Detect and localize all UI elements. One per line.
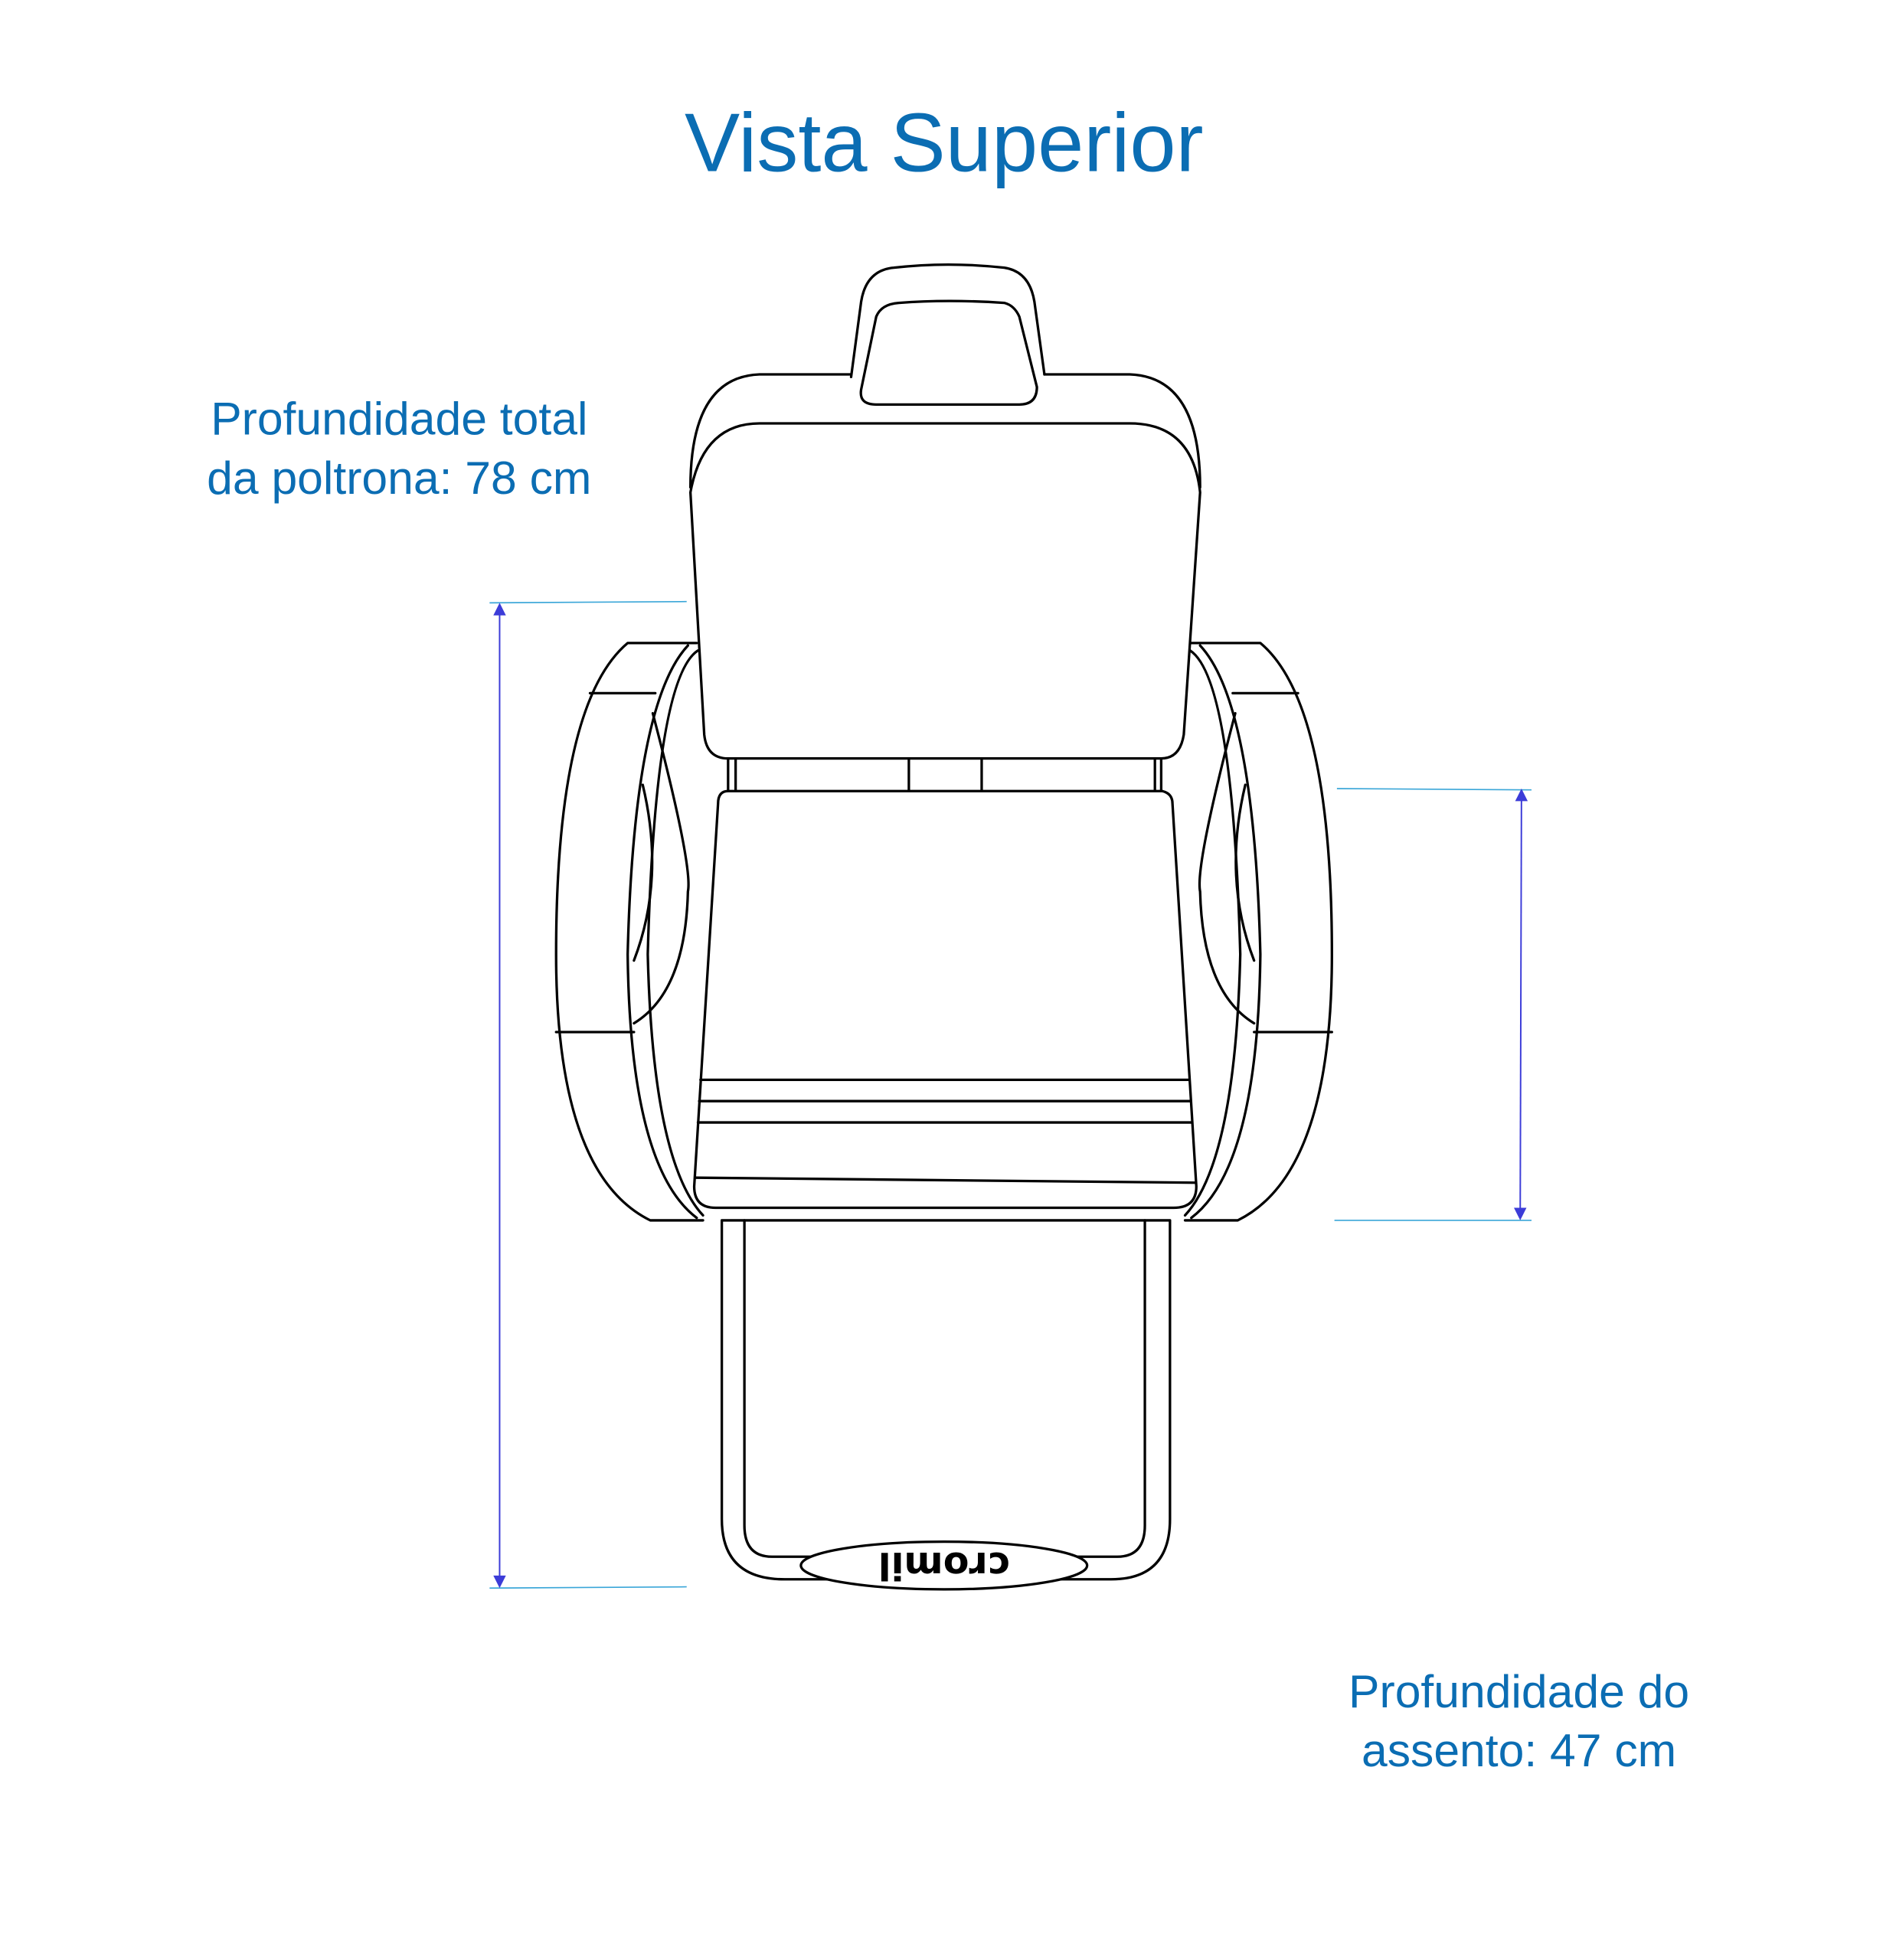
arrow-up-icon xyxy=(1515,789,1528,802)
seat-depth-label-line1: Profundidade do xyxy=(1349,1665,1689,1717)
seat-depth-dimension xyxy=(1334,788,1532,1221)
footrest xyxy=(720,1219,1172,1581)
right-armrest xyxy=(1183,642,1333,1222)
seat xyxy=(692,789,1198,1210)
arrow-down-icon xyxy=(1514,1207,1527,1220)
backrest xyxy=(688,373,1201,792)
total-depth-label-line1: Profundidade total xyxy=(211,393,587,445)
chair-drawing: cromil xyxy=(554,263,1333,1591)
arrow-up-icon xyxy=(493,603,506,616)
total-depth-label-line2: da poltrona: 78 cm xyxy=(207,452,591,504)
total-depth-dimension xyxy=(489,600,687,1589)
left-armrest xyxy=(554,642,704,1222)
seat-depth-label-line2: assento: 47 cm xyxy=(1362,1724,1676,1776)
arrow-down-icon xyxy=(493,1575,506,1589)
headrest xyxy=(849,263,1046,407)
logo-text: cromil xyxy=(878,1544,1010,1588)
cromil-logo: cromil xyxy=(799,1540,1089,1591)
diagram-title: Vista Superior xyxy=(685,96,1204,188)
